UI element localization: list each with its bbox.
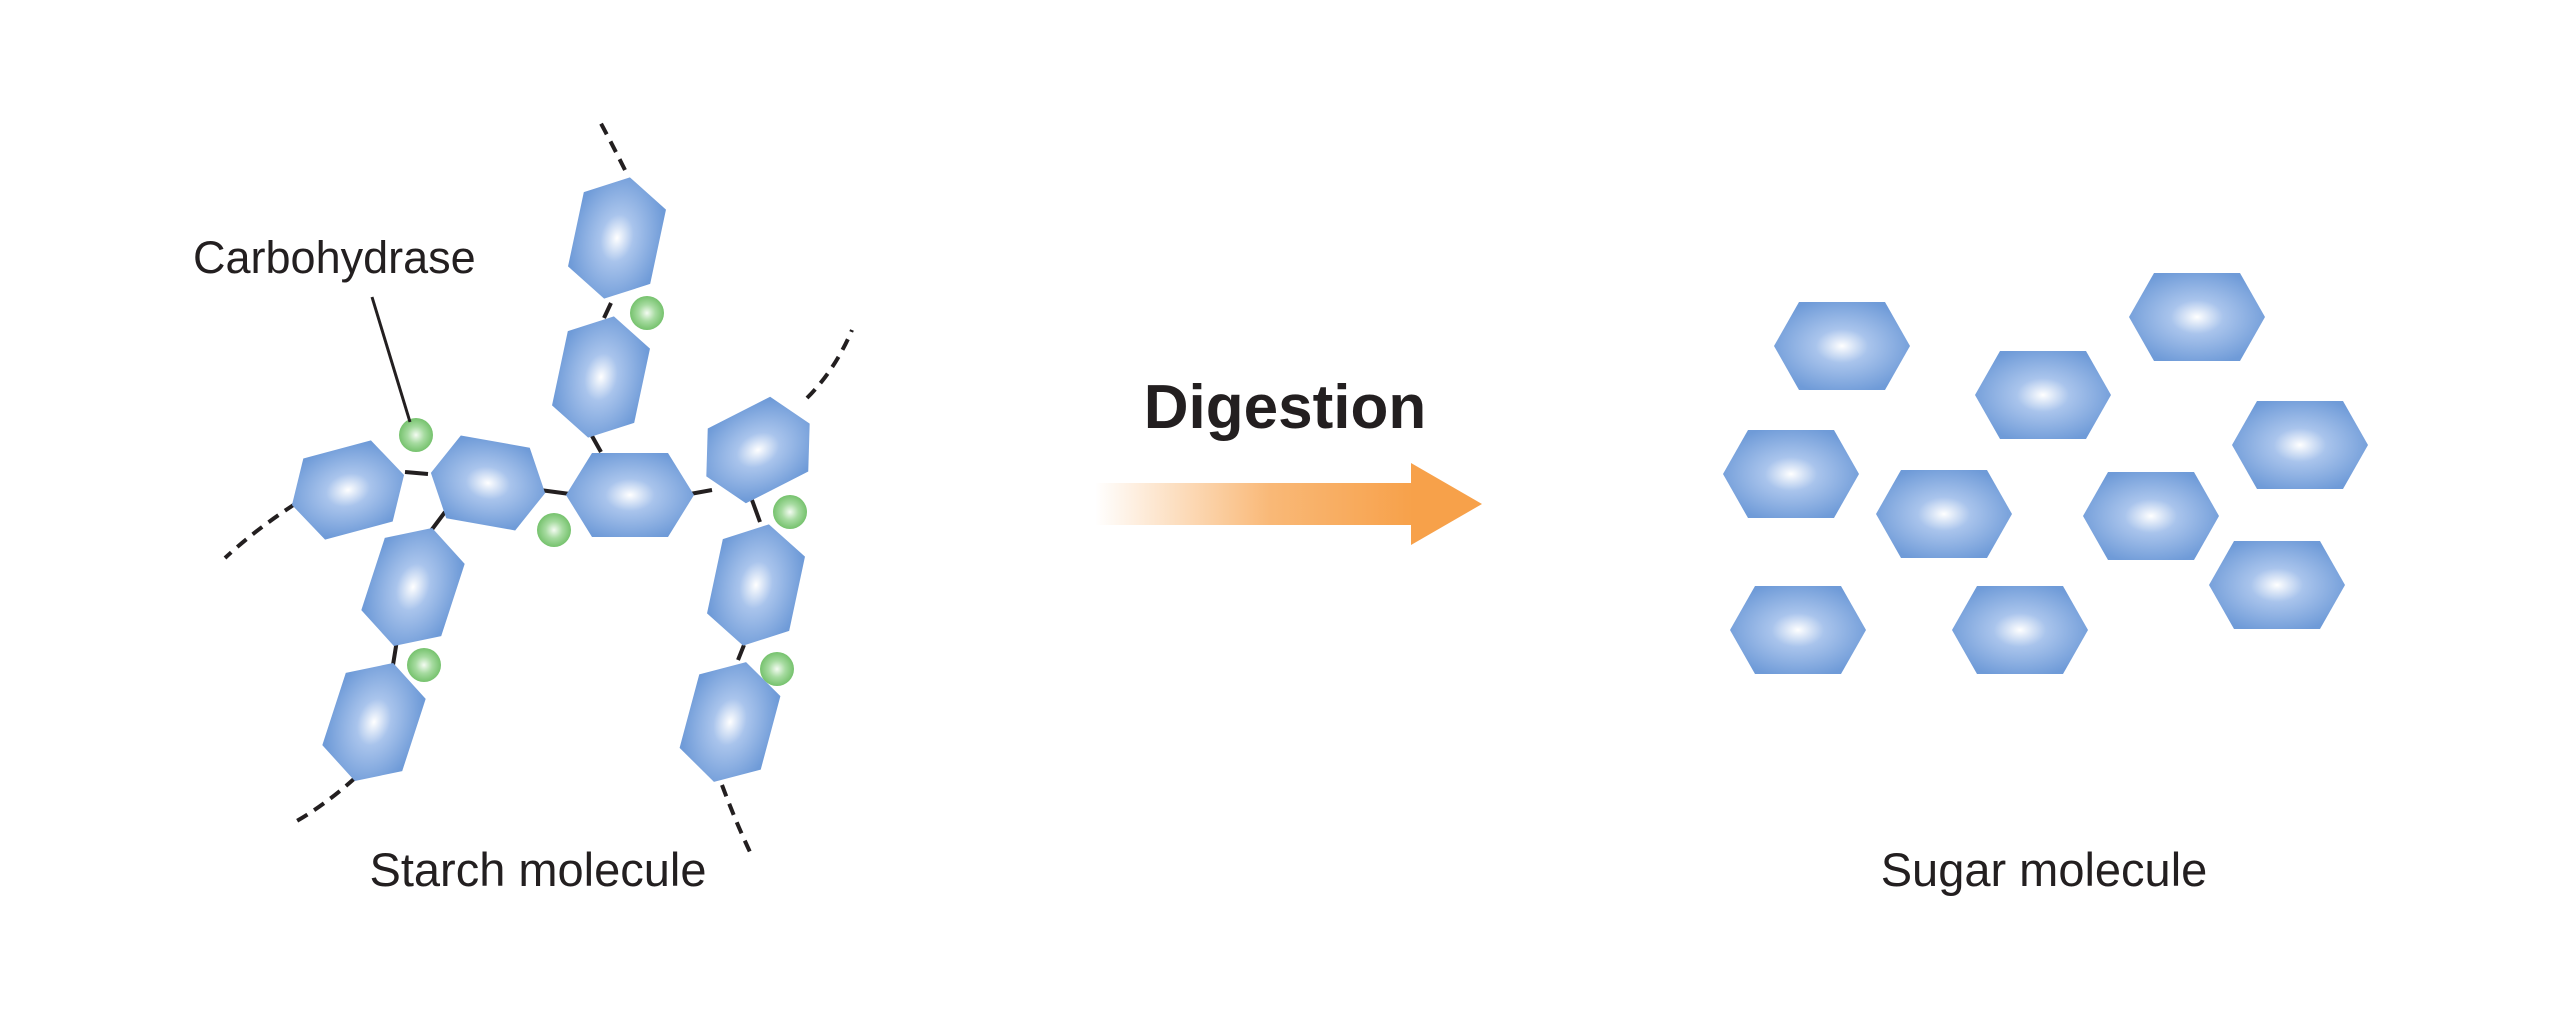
sugar-molecule xyxy=(1774,302,1910,390)
sugar-label: Sugar molecule xyxy=(1881,843,2208,896)
sugar-molecule xyxy=(2232,401,2368,489)
starch-molecule: Carbohydrase Starch molecule xyxy=(193,117,854,896)
sugar-molecule xyxy=(1952,586,2088,674)
sugar-molecule xyxy=(2129,273,2265,361)
sugar-molecule xyxy=(2083,472,2219,560)
glucose-unit xyxy=(566,453,694,537)
enzyme-dot xyxy=(537,513,571,547)
starch-glucose-units xyxy=(291,177,810,782)
enzyme-dot xyxy=(399,418,433,452)
glucose-unit xyxy=(679,662,781,782)
starch-label: Starch molecule xyxy=(370,843,707,896)
glucose-unit xyxy=(430,435,546,531)
digestion-arrow-group: Digestion xyxy=(1095,373,1482,545)
enzyme-leader-line xyxy=(370,296,412,423)
sugar-molecules: Sugar molecule xyxy=(1723,273,2368,896)
carbohydrase-enzymes xyxy=(399,296,807,686)
enzyme-dot xyxy=(407,648,441,682)
sugar-molecule xyxy=(1730,586,1866,674)
glucose-unit xyxy=(568,177,666,299)
glucose-unit xyxy=(291,440,405,540)
enzyme-label: Carbohydrase xyxy=(193,232,476,283)
chain-continuations xyxy=(223,117,854,853)
enzyme-dot xyxy=(630,296,664,330)
arrow-head xyxy=(1411,463,1482,545)
enzyme-dot xyxy=(773,495,807,529)
arrow-shaft xyxy=(1095,483,1413,525)
sugar-molecule xyxy=(1723,430,1859,518)
sugar-molecule xyxy=(1975,351,2111,439)
enzyme-dot xyxy=(760,652,794,686)
glucose-unit xyxy=(552,316,650,438)
sugar-molecule xyxy=(2209,541,2345,629)
glucose-unit xyxy=(361,528,465,646)
process-label: Digestion xyxy=(1144,373,1426,442)
glucose-unit xyxy=(706,396,810,504)
glucose-unit xyxy=(707,524,805,646)
glucose-unit xyxy=(322,663,426,781)
sugar-molecule xyxy=(1876,470,2012,558)
